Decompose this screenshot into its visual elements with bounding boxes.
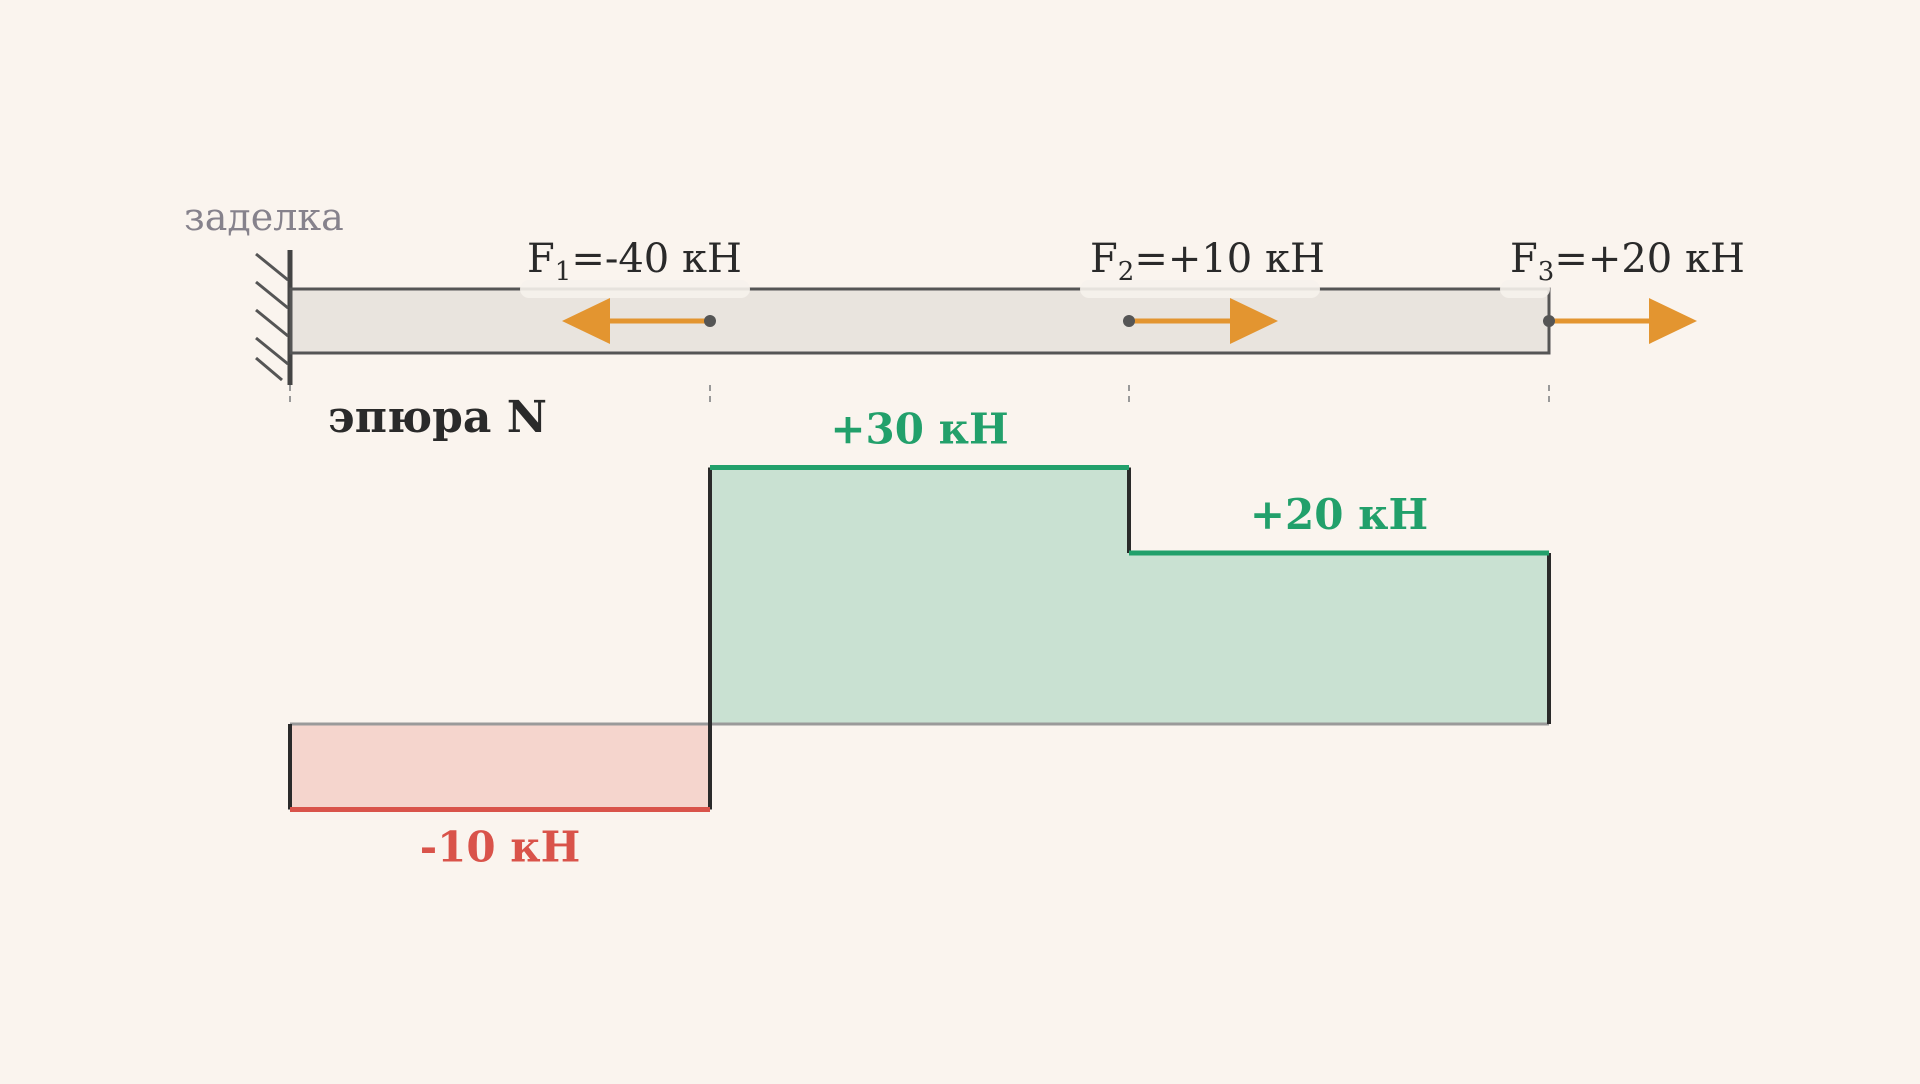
epure-value-label-seg3: +20 кН (1250, 490, 1428, 539)
arrowhead-right-icon (1649, 298, 1697, 344)
epure-value-label-seg2: +30 кН (830, 405, 1008, 454)
force-label-f2: F2=+10 кН (1090, 236, 1325, 287)
force-label-f3: F3=+20 кН (1510, 236, 1745, 287)
force-arrow-f1 (562, 298, 716, 344)
force-arrow-f2 (1123, 298, 1278, 344)
arrowhead-right-icon (1230, 298, 1278, 344)
epure-fill-seg2 (710, 467, 1129, 724)
section-ticks (289, 385, 1550, 405)
force-label-f1: F1=-40 кН (527, 236, 742, 287)
epure-fill-seg1 (290, 724, 710, 810)
arrowhead-left-icon (562, 298, 610, 344)
epure-fill-seg3 (1129, 553, 1549, 724)
support-hatching (255, 252, 289, 382)
force-label-bg-2 (1080, 280, 1320, 298)
force-label-bg-1 (520, 280, 750, 298)
epure-plot: -10 кН +30 кН +20 кН (288, 405, 1551, 872)
force-arrow-f3 (1543, 298, 1697, 344)
epure-value-label-seg1: -10 кН (420, 823, 581, 872)
support-label: заделка (184, 195, 344, 239)
beam (289, 287, 1551, 355)
force-label-bg-3 (1500, 280, 1550, 298)
diagram-title: эпюра N (328, 392, 547, 443)
fixed-support: заделка (184, 195, 344, 385)
